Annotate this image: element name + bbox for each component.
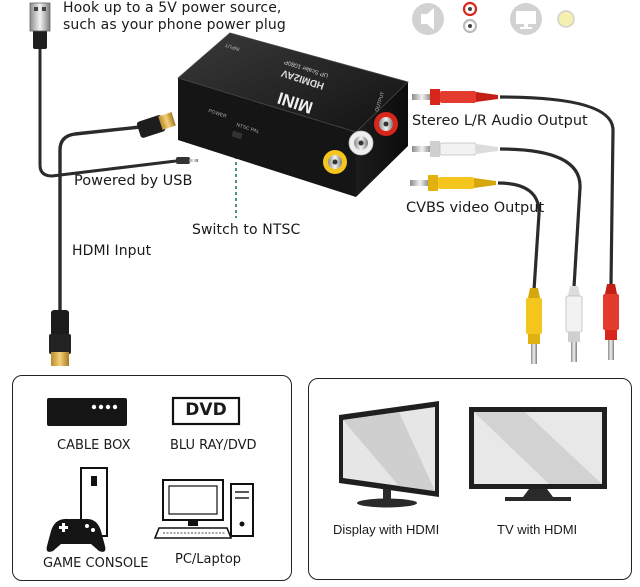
hdmi2av-converter: MINI HDMI2AV UP Scaler 1080P INPUT OUTPU… bbox=[177, 32, 409, 197]
powered-by-usb-label: Powered by USB bbox=[74, 173, 193, 189]
pc-laptop-icon bbox=[153, 479, 254, 539]
jack-yellow-icon bbox=[323, 150, 347, 174]
jack-red-icon bbox=[374, 112, 398, 136]
rca-cables bbox=[497, 95, 615, 291]
pc-laptop-label: PC/Laptop bbox=[175, 552, 242, 567]
jack-white-icon bbox=[348, 130, 374, 156]
rca-plug-red-icon bbox=[412, 89, 498, 105]
cable-box-label: CABLE BOX bbox=[57, 438, 131, 453]
hdmi-input-label: HDMI Input bbox=[72, 243, 152, 259]
power-hint-line1: Hook up to a 5V power source, bbox=[63, 0, 282, 16]
usb-plug-icon bbox=[29, 2, 51, 49]
game-console-icon bbox=[46, 467, 108, 552]
yellow-dot-icon bbox=[557, 10, 575, 28]
cable-box-icon bbox=[47, 398, 127, 426]
usb-cable bbox=[38, 46, 198, 178]
rca-jack-icon bbox=[462, 1, 478, 34]
cvbs-output-label: CVBS video Output bbox=[406, 200, 545, 216]
blu-ray-label: BLU RAY/DVD bbox=[170, 438, 257, 453]
hdmi-display-label: Display with HDMI bbox=[333, 522, 440, 537]
switch-ntsc-label: Switch to NTSC bbox=[192, 222, 301, 238]
source-devices-art bbox=[46, 396, 254, 552]
display-devices-art bbox=[339, 401, 607, 508]
speaker-icon bbox=[412, 3, 444, 35]
monitor-icon bbox=[510, 3, 542, 35]
converter-power-text: POWER bbox=[207, 108, 227, 120]
source-devices-panel: CABLE BOX DVD BLU RAY/DVD GAME CONSOLE P… bbox=[12, 375, 292, 581]
hdmi-cable bbox=[58, 125, 141, 312]
dvd-badge bbox=[171, 396, 241, 426]
rca-plug-red-vertical-icon bbox=[603, 284, 619, 360]
hdmi-tv-icon bbox=[469, 407, 607, 501]
display-devices-panel: Display with HDMI TV with HDMI bbox=[308, 378, 632, 580]
hdmi-plug-bottom-icon bbox=[49, 310, 71, 366]
converter-input-text: INPUT bbox=[224, 41, 240, 51]
hdmi-tv-label: TV with HDMI bbox=[497, 522, 578, 537]
dvd-badge-text: DVD bbox=[185, 400, 227, 420]
rca-plug-yellow-icon bbox=[410, 175, 496, 191]
rca-plug-white-icon bbox=[412, 141, 498, 157]
rca-plug-yellow-vertical-icon bbox=[526, 288, 542, 364]
game-console-label: GAME CONSOLE bbox=[43, 556, 149, 571]
power-hint-line2: such as your phone power plug bbox=[63, 17, 286, 33]
stereo-output-label: Stereo L/R Audio Output bbox=[412, 113, 588, 129]
ntsc-switch bbox=[231, 130, 243, 140]
hdmi-monitor-icon bbox=[339, 401, 439, 508]
rca-plug-white-vertical-icon bbox=[565, 286, 583, 362]
hdmi-plug-icon bbox=[136, 112, 176, 138]
